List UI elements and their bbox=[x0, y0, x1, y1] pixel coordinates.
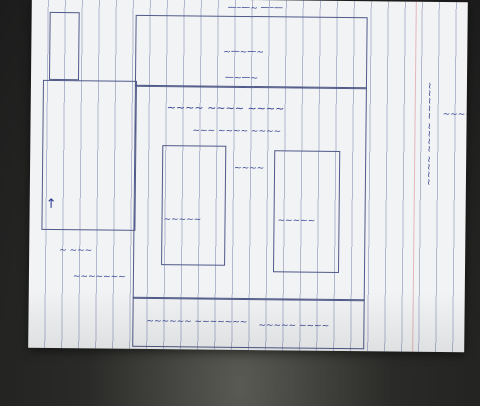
inner-right-room bbox=[272, 150, 341, 273]
hall-subtitle: ~~~~ ~~~~ ~~~ bbox=[192, 124, 282, 136]
inner-left-room bbox=[161, 145, 227, 266]
inner-label: ~~~~ bbox=[234, 161, 265, 173]
right-room-label: ~~~~~ bbox=[277, 214, 316, 225]
left-room-label: ~~~~~ bbox=[163, 213, 202, 224]
notebook-page: —–— ~—–— ~—~—~ ~—~— ~~~~ ~~~~ ~~~~ ~~~~ … bbox=[28, 0, 468, 353]
hall-title: ~~~~ ~~~~ ~~~~ bbox=[166, 101, 285, 116]
corner-mark: ~~~~ bbox=[442, 108, 468, 119]
lighting-shade bbox=[28, 287, 465, 353]
left-side-sub: ~~~~~~~ bbox=[72, 270, 126, 281]
left-side-title: ~~~ ~ bbox=[59, 244, 93, 255]
top-note: —–— ~—–— bbox=[227, 1, 284, 13]
paper-sheet: —–— ~—–— ~—~—~ ~—~— ~~~~ ~~~~ ~~~~ ~~~~ … bbox=[28, 0, 468, 353]
left-strip-room bbox=[48, 11, 80, 81]
bedroom-title: ~—~—~ bbox=[223, 45, 264, 57]
bedroom-size: ~—~— bbox=[224, 71, 259, 83]
right-vertical-label: ~~~~~ ~~~~ ~~~~ bbox=[422, 81, 434, 186]
up-arrow-icon: ↑ bbox=[45, 196, 57, 212]
